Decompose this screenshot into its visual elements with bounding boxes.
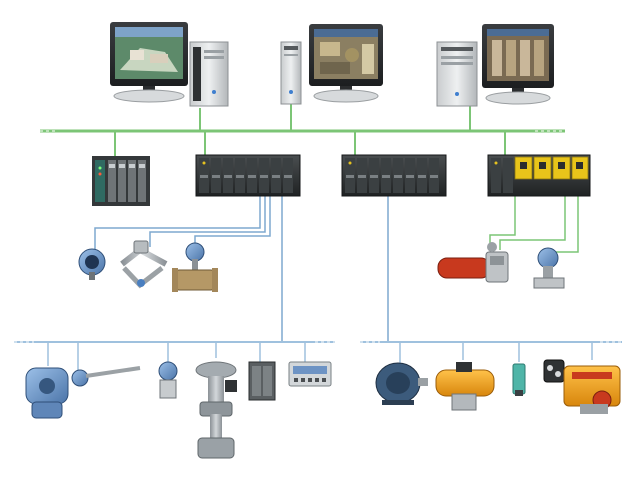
vortex-flowmeter-icon xyxy=(172,242,218,292)
small-transmitter-icon xyxy=(158,361,178,399)
pc-tower-icon xyxy=(280,41,302,105)
workstation-3 xyxy=(436,24,554,107)
control-valve-icon xyxy=(195,361,237,459)
monitor-icon xyxy=(309,24,383,103)
hart-wiring xyxy=(94,196,389,342)
junction-box-icon xyxy=(248,361,276,401)
pneumatic-actuator-icon xyxy=(437,242,509,283)
electric-motor-icon xyxy=(375,362,428,405)
coriolis-flowmeter-icon xyxy=(120,240,168,289)
control-network-bus xyxy=(40,104,565,158)
io-terminal-icon xyxy=(288,361,332,387)
thermocouple-probe-icon xyxy=(71,366,141,387)
monitor-icon xyxy=(110,22,188,103)
safety-rack xyxy=(487,154,591,197)
pressure-transmitter-icon xyxy=(533,247,565,289)
fieldbus-right xyxy=(360,341,622,364)
workstation-1 xyxy=(110,22,229,107)
valve-positioner-icon xyxy=(543,359,621,414)
rotary-actuator-icon xyxy=(435,362,495,411)
io-rack xyxy=(92,156,150,206)
large-transmitter-icon xyxy=(25,367,69,419)
safety-wiring xyxy=(489,196,579,253)
pc-tower-icon xyxy=(436,41,478,107)
controller-rack-1 xyxy=(195,154,301,197)
monitor-icon xyxy=(482,24,554,105)
workstation-2 xyxy=(280,24,383,105)
transmitter-icon xyxy=(78,248,106,280)
pc-tower-icon xyxy=(189,41,229,107)
proximity-sensor-icon xyxy=(512,363,526,396)
controller-rack-2 xyxy=(341,154,447,197)
